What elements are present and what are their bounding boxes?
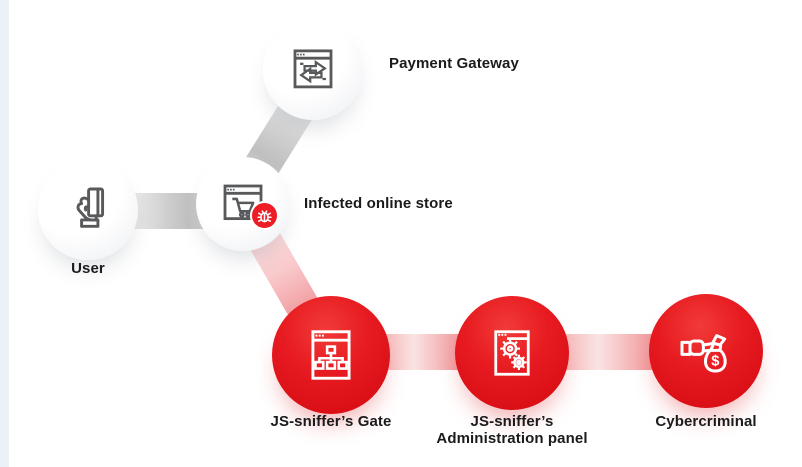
hand-credit-card-icon — [76, 187, 105, 228]
browser-gears-icon — [494, 330, 530, 376]
node-infected-store — [196, 157, 290, 251]
label-js-sniffer-gate: JS-sniffer’s Gate — [270, 413, 392, 430]
label-admin-line2: Administration panel — [436, 430, 588, 447]
bug-icon — [257, 210, 272, 223]
hand-money-bag-icon: $ — [680, 334, 727, 373]
connector-gate-admin — [386, 334, 460, 370]
left-edge-strip — [0, 0, 9, 467]
browser-sitemap-icon — [311, 330, 351, 380]
label-user: User — [71, 260, 105, 277]
node-admin-panel — [455, 296, 569, 410]
label-admin-panel: JS-sniffer’s Administration panel — [402, 413, 622, 447]
node-cybercriminal: $ — [649, 294, 763, 408]
label-payment-gateway: Payment Gateway — [389, 55, 519, 72]
dollar-glyph: $ — [711, 354, 719, 370]
label-admin-line1: JS-sniffer’s — [470, 413, 554, 430]
bug-badge — [250, 201, 279, 230]
transfer-arrows-browser-icon — [293, 49, 333, 89]
label-infected-store: Infected online store — [304, 195, 453, 212]
connector-admin-cybercriminal — [565, 334, 653, 370]
node-user — [38, 160, 138, 260]
node-payment-gateway — [263, 20, 363, 120]
node-js-sniffer-gate — [272, 296, 390, 414]
label-cybercriminal: Cybercriminal — [655, 413, 757, 430]
